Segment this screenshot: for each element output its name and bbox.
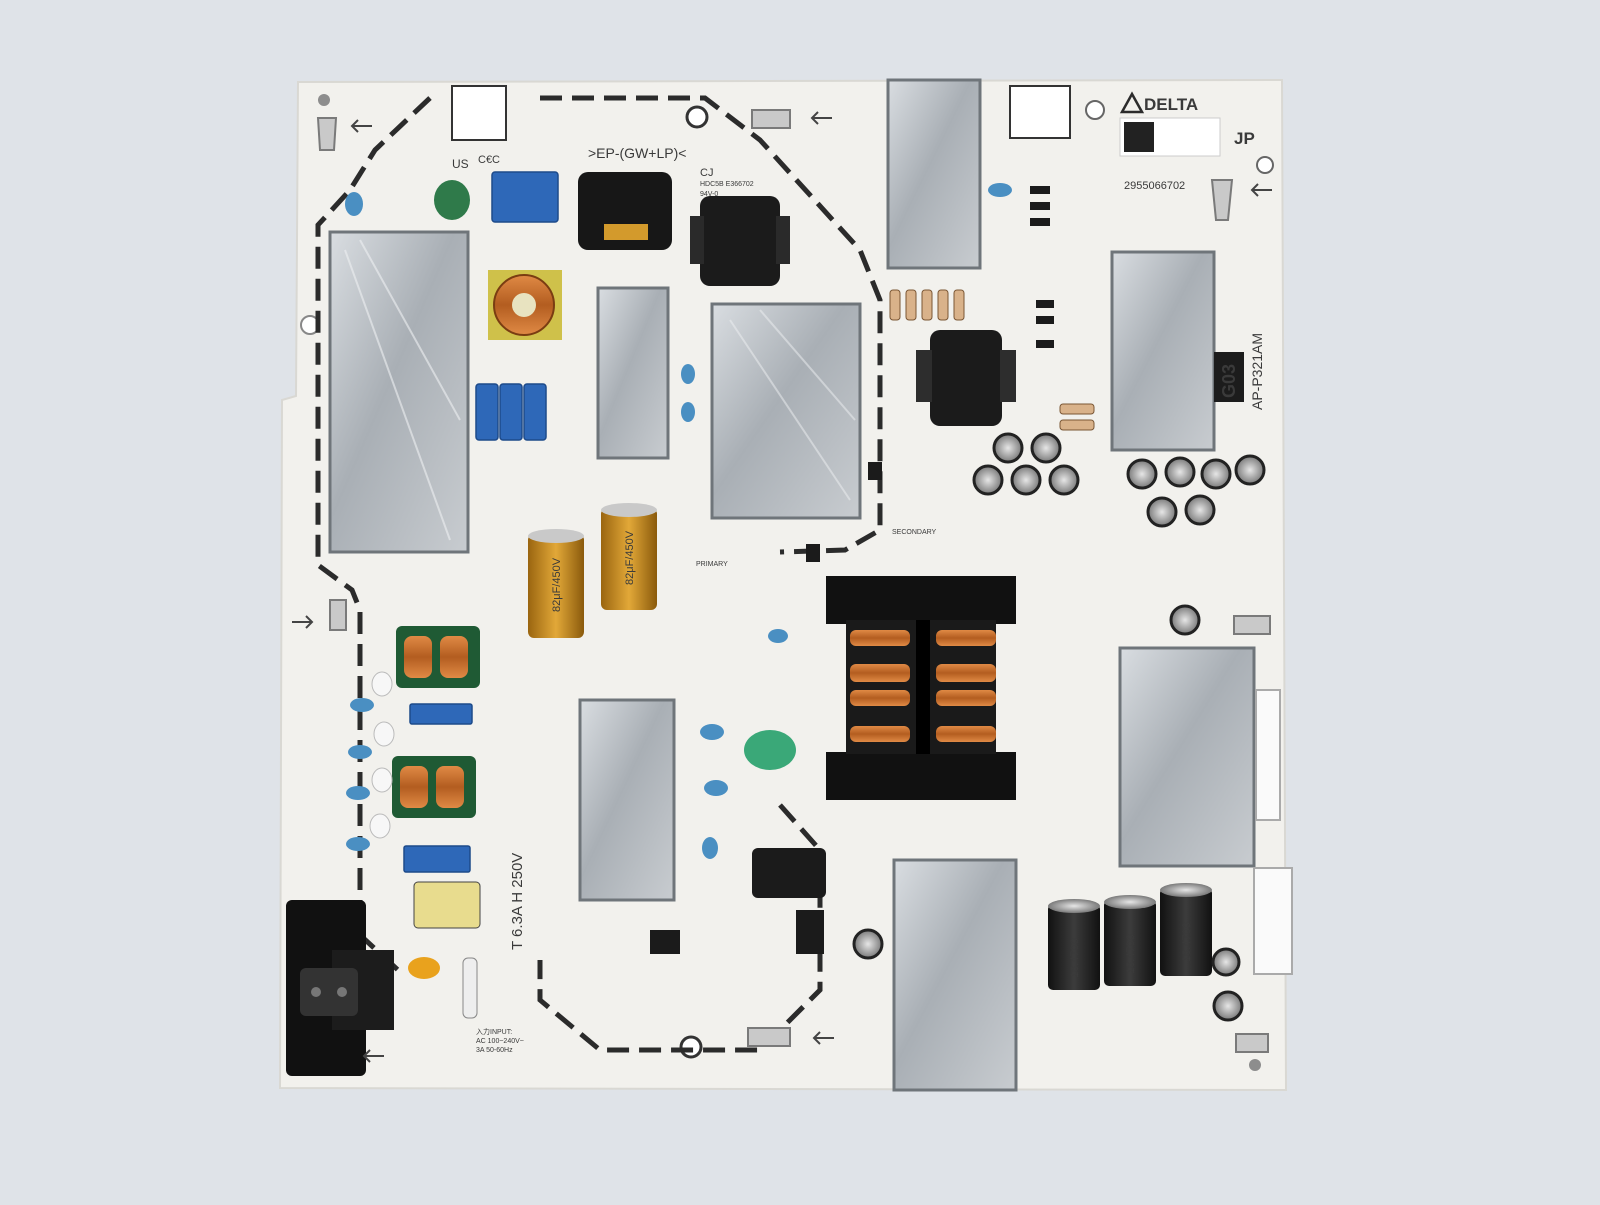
heatsink-left (328, 230, 470, 554)
region-mark: JP (1234, 129, 1255, 148)
bulk-capacitor-1: 82μF/450V (528, 529, 584, 638)
ul-file-number: HDC5B E366702 (700, 181, 754, 188)
mounting-hole (1249, 1059, 1261, 1071)
silkscreen-arrows (292, 111, 1272, 1063)
ul-mark: US (452, 157, 469, 171)
y-capacitors (345, 183, 1012, 859)
mounting-hole (1085, 100, 1105, 120)
common-mode-chokes (392, 626, 481, 929)
output-connector (1253, 689, 1293, 975)
bulk-capacitor-2: 82μF/450V (601, 503, 657, 610)
label-area (1009, 85, 1071, 139)
model-number: AP-P321AM (1249, 333, 1265, 410)
ccc-mark: C€C (478, 154, 500, 166)
input-rating: AC 100~240V~ (476, 1038, 524, 1045)
varistor (408, 957, 440, 979)
input-label: 入力INPUT: (476, 1027, 512, 1036)
heatsink-pfc (596, 286, 670, 460)
pfc-choke (578, 172, 790, 286)
primary-label: PRIMARY (696, 561, 728, 568)
cj-mark: CJ (700, 167, 713, 179)
topology-mark: >EP-(GW+LP)< (588, 145, 686, 161)
output-capacitor-label-3: 16.4700 (1181, 922, 1193, 962)
qr-code (1124, 122, 1154, 152)
heatsink-top (886, 78, 982, 270)
fuse (462, 957, 478, 1019)
bulk-capacitor-1-label: 82μF/450V (551, 557, 563, 612)
mounting-hole (1256, 156, 1274, 174)
delta-logo-triangle (1119, 91, 1145, 114)
toroid-inductor (488, 270, 562, 340)
mounting-hole (685, 105, 709, 129)
bulk-capacitor-2-label: 82μF/450V (624, 530, 636, 585)
x-capacitor (744, 730, 796, 770)
revision-code: G03 (1219, 364, 1239, 398)
part-number: 2955066702 (1124, 180, 1185, 192)
input-rating-frequency: 3A 50-60Hz (476, 1047, 513, 1054)
heatsink-right-bottom (1118, 646, 1256, 868)
fuse-rating: T 6.3A H 250V (509, 853, 526, 950)
standby-transformer (916, 330, 1016, 426)
delta-logo: DELTA (1144, 95, 1198, 114)
main-transformer (826, 576, 1016, 800)
flame-rating: 94V-0 (700, 191, 718, 198)
small-components (650, 186, 1054, 954)
label-area (451, 85, 507, 141)
film-capacitors (403, 171, 559, 873)
output-capacitor-label-2: 16.4700 (1125, 934, 1137, 974)
mounting-hole (318, 94, 330, 106)
heatsink-center (710, 302, 862, 520)
revision-box (1214, 352, 1244, 402)
secondary-capacitors (852, 432, 1266, 1022)
mounting-hole (679, 1035, 703, 1059)
output-capacitors: 16.4700 16.4700 16.4700 (1048, 883, 1212, 990)
ceramic-discs (369, 671, 395, 839)
heatsink-right-top (1110, 250, 1216, 452)
ground-lugs (316, 109, 1271, 1053)
secondary-label: SECONDARY (892, 529, 937, 536)
ac-inlet-connector (286, 900, 394, 1076)
heatsink-mid (578, 698, 676, 902)
output-capacitor-label-1: 16.4700 (1069, 938, 1081, 978)
silkscreen: DELTA JP 2955066702 G03 AP-P321AM >EP-(G… (452, 91, 1265, 1054)
thermistor (434, 180, 470, 220)
resistor-row (889, 289, 1095, 431)
heatsink-bottom (892, 858, 1018, 1092)
isolation-boundary (315, 95, 883, 1053)
